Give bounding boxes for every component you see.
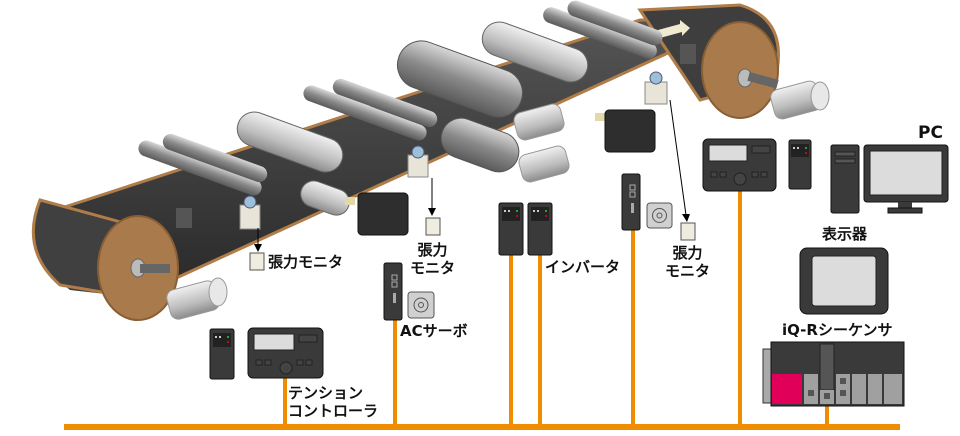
tension-roller-set-2: [303, 78, 438, 178]
servo-amplifier-2: [621, 173, 641, 231]
sequencer-label: iQ-Rシーケンサ: [782, 321, 893, 339]
tension-monitor-1-connector: [254, 228, 262, 252]
ac-servo-amplifier: [383, 262, 403, 321]
tension-controller-label-line2: コントローラ: [288, 402, 379, 420]
network-bus: [64, 189, 900, 430]
inverter-label: インバータ: [545, 258, 621, 276]
tension-monitor-3-label-line2: モニタ: [665, 262, 711, 280]
tension-monitor-3-label: 張力 モニタ: [665, 244, 710, 280]
tension-controller-device: [247, 327, 324, 379]
unwind-motor: [166, 277, 228, 320]
unwind-roll: [97, 215, 179, 321]
ac-servo-label: ACサーボ: [400, 322, 468, 340]
tension-roller-set-1: [138, 133, 268, 230]
tension-monitor-2-label: 張力 モニタ: [410, 241, 455, 277]
edge-guide-2: [680, 44, 696, 64]
tension-roller-set-3: [543, 0, 668, 105]
edge-guide-1: [176, 208, 192, 228]
main-drive-roller: [396, 21, 589, 173]
drive-motor-upper: [513, 103, 565, 141]
inverter-1: [498, 202, 524, 256]
tension-monitor-1-label: 張力モニタ: [268, 253, 344, 271]
tension-controller-device-2: [702, 138, 777, 192]
direction-arrow-icon: [658, 20, 690, 38]
rewind-motor: [770, 80, 830, 120]
tension-controller-label-line1: テンション: [288, 384, 364, 402]
pc-label: PC: [918, 123, 943, 143]
inverter-unwind: [209, 328, 235, 380]
servo-motor-2: [595, 109, 656, 153]
tension-monitor-3-label-line1: 張力: [672, 244, 703, 262]
inverter-3: [788, 139, 812, 190]
iq-r-sequencer-icon: [762, 341, 905, 407]
tension-monitor-3-box: [680, 222, 696, 241]
pc-icon: [830, 144, 949, 214]
servo-motor-icon-2: [646, 202, 673, 229]
tension-monitor-2-connector: [428, 178, 436, 216]
rewind-roll: [701, 21, 779, 119]
tension-monitor-1-box: [249, 252, 265, 271]
nip-roller-1: [236, 111, 350, 216]
display-label: 表示器: [822, 225, 868, 243]
servo-motor-1: [345, 192, 409, 236]
display-hmi-icon: [799, 247, 889, 315]
tension-controller-label: テンション コントローラ: [288, 384, 378, 420]
tension-monitor-2-label-line2: モニタ: [410, 259, 456, 277]
inverter-2: [527, 202, 553, 256]
drive-motor-lower: [518, 145, 570, 183]
tension-monitor-3-connector: [669, 99, 690, 222]
tension-monitor-2-box: [425, 217, 441, 236]
ac-servo-motor-icon: [407, 291, 435, 319]
tension-monitor-2-label-line1: 張力: [417, 241, 448, 259]
